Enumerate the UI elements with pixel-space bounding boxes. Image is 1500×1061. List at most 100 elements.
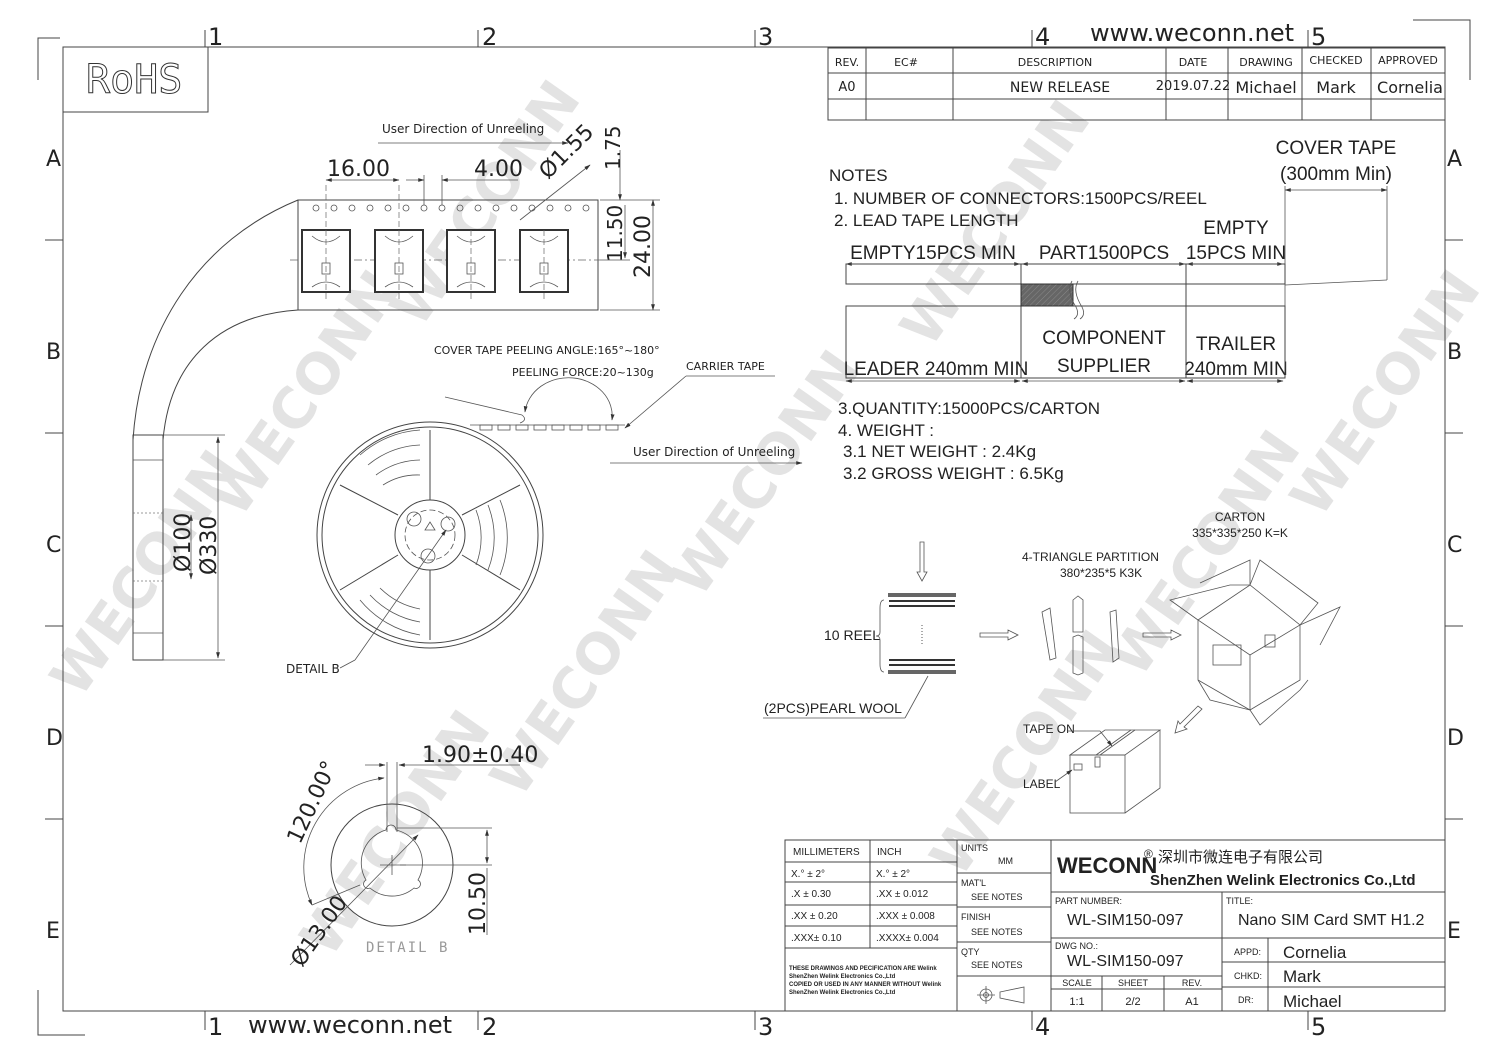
svg-text:SEE NOTES: SEE NOTES bbox=[971, 927, 1023, 937]
svg-text:4.00: 4.00 bbox=[474, 157, 523, 182]
svg-text:SEE NOTES: SEE NOTES bbox=[971, 892, 1023, 902]
svg-text:3.1 NET WEIGHT : 2.4Kg: 3.1 NET WEIGHT : 2.4Kg bbox=[843, 442, 1036, 461]
svg-text:A1: A1 bbox=[1185, 996, 1198, 1008]
svg-text:(2PCS)PEARL WOOL: (2PCS)PEARL WOOL bbox=[764, 700, 902, 716]
svg-text:1.75: 1.75 bbox=[601, 125, 625, 170]
svg-text:TRAILER: TRAILER bbox=[1196, 334, 1276, 355]
svg-text:3: 3 bbox=[758, 1013, 773, 1041]
reel-side-view: Ø100 Ø330 bbox=[132, 434, 225, 661]
svg-text:5: 5 bbox=[1311, 23, 1326, 51]
svg-text:DESCRIPTION: DESCRIPTION bbox=[1018, 56, 1092, 69]
notes: NOTES 1. NUMBER OF CONNECTORS:1500PCS/RE… bbox=[829, 166, 1207, 483]
svg-text:Nano SIM Card SMT H1.2: Nano SIM Card SMT H1.2 bbox=[1238, 912, 1425, 929]
svg-text:X.° ± 2°: X.° ± 2° bbox=[791, 869, 825, 880]
svg-text:MAT'L: MAT'L bbox=[961, 878, 986, 888]
svg-text:A: A bbox=[46, 147, 61, 172]
svg-text:User Direction of Unreeling: User Direction of Unreeling bbox=[633, 445, 795, 459]
svg-text:1:1: 1:1 bbox=[1069, 996, 1084, 1008]
svg-text:NEW RELEASE: NEW RELEASE bbox=[1010, 80, 1110, 96]
website-top: www.weconn.net bbox=[1090, 19, 1294, 47]
svg-text:15PCS MIN: 15PCS MIN bbox=[1186, 243, 1286, 264]
svg-text:C: C bbox=[46, 533, 61, 558]
svg-text:3: 3 bbox=[758, 23, 773, 51]
svg-text:.XXX ± 0.008: .XXX ± 0.008 bbox=[876, 911, 935, 922]
svg-text:MM: MM bbox=[998, 856, 1013, 866]
svg-text:SEE NOTES: SEE NOTES bbox=[971, 960, 1023, 970]
svg-text:SHEET: SHEET bbox=[1118, 978, 1149, 988]
svg-text:APPD:: APPD: bbox=[1234, 947, 1261, 957]
svg-text:X.° ± 2°: X.° ± 2° bbox=[876, 869, 910, 880]
svg-text:THESE DRAWINGS AND PECIFICATIO: THESE DRAWINGS AND PECIFICATION ARE Weli… bbox=[789, 966, 937, 972]
row-markers: A B C D E A B C D E bbox=[46, 147, 1464, 944]
svg-text:PART NUMBER:: PART NUMBER: bbox=[1055, 896, 1122, 906]
svg-text:1. NUMBER OF CONNECTORS:1500PC: 1. NUMBER OF CONNECTORS:1500PCS/REEL bbox=[834, 189, 1207, 208]
tape-top-view: User Direction of Unreeling bbox=[132, 120, 660, 660]
svg-text:EMPTY: EMPTY bbox=[1203, 218, 1269, 239]
svg-text:REV.: REV. bbox=[835, 56, 859, 69]
svg-text:Michael: Michael bbox=[1283, 992, 1342, 1011]
svg-text:CHKD:: CHKD: bbox=[1234, 971, 1262, 981]
svg-text:D: D bbox=[1447, 726, 1464, 751]
svg-text:SUPPLIER: SUPPLIER bbox=[1057, 356, 1151, 377]
svg-text:PART1500PCS: PART1500PCS bbox=[1039, 243, 1169, 264]
svg-text:3.2 GROSS WEIGHT : 6.5Kg: 3.2 GROSS WEIGHT : 6.5Kg bbox=[843, 464, 1064, 483]
svg-text:(300mm Min): (300mm Min) bbox=[1280, 164, 1392, 185]
svg-text:1: 1 bbox=[208, 1013, 223, 1041]
svg-text:16.00: 16.00 bbox=[327, 157, 390, 182]
svg-text:MILLIMETERS: MILLIMETERS bbox=[793, 847, 860, 858]
svg-text:COMPONENT: COMPONENT bbox=[1042, 328, 1166, 349]
svg-text:DWG NO.:: DWG NO.: bbox=[1055, 941, 1098, 951]
svg-text:TITLE:: TITLE: bbox=[1226, 896, 1253, 906]
svg-text:UNITS: UNITS bbox=[961, 843, 988, 853]
svg-text:4: 4 bbox=[1035, 1013, 1050, 1041]
svg-text:380*235*5 K3K: 380*235*5 K3K bbox=[1060, 566, 1142, 580]
svg-text:Ø330: Ø330 bbox=[197, 516, 222, 575]
svg-text:COVER TAPE PEELING ANGLE:165°~: COVER TAPE PEELING ANGLE:165°~180° bbox=[434, 344, 660, 357]
svg-text:LABEL: LABEL bbox=[1023, 777, 1061, 791]
svg-text:2019.07.22: 2019.07.22 bbox=[1156, 79, 1230, 94]
svg-text:REV.: REV. bbox=[1182, 978, 1202, 988]
svg-text:24.00: 24.00 bbox=[631, 215, 656, 278]
svg-text:.XX ± 0.012: .XX ± 0.012 bbox=[876, 889, 929, 900]
svg-text:1.90±0.40: 1.90±0.40 bbox=[422, 743, 538, 768]
website-bottom: www.weconn.net bbox=[248, 1011, 452, 1039]
svg-text:.XXXX± 0.004: .XXXX± 0.004 bbox=[876, 933, 939, 944]
svg-text:FINISH: FINISH bbox=[961, 912, 991, 922]
svg-text:WL-SIM150-097: WL-SIM150-097 bbox=[1067, 953, 1184, 970]
title-block: MILLIMETERS INCH X.° ± 2° X.° ± 2° .X ± … bbox=[784, 839, 1446, 1012]
svg-text:PEELING FORCE:20~130g: PEELING FORCE:20~130g bbox=[512, 366, 654, 379]
svg-text:4-TRIANGLE PARTITION: 4-TRIANGLE PARTITION bbox=[1022, 550, 1159, 564]
svg-text:B: B bbox=[46, 340, 61, 365]
svg-text:NOTES: NOTES bbox=[829, 166, 888, 185]
svg-text:Michael: Michael bbox=[1235, 78, 1296, 97]
svg-text:DATE: DATE bbox=[1179, 56, 1208, 69]
svg-text:2: 2 bbox=[482, 23, 497, 51]
svg-text:®: ® bbox=[1144, 847, 1153, 861]
svg-text:A: A bbox=[1447, 147, 1462, 172]
svg-text:EMPTY15PCS MIN: EMPTY15PCS MIN bbox=[850, 243, 1016, 264]
svg-text:240mm MIN: 240mm MIN bbox=[1184, 359, 1287, 380]
svg-text:User Direction of Unreeling: User Direction of Unreeling bbox=[382, 122, 544, 136]
svg-text:CARTON: CARTON bbox=[1215, 510, 1265, 524]
svg-text:3.QUANTITY:15000PCS/CARTON: 3.QUANTITY:15000PCS/CARTON bbox=[838, 399, 1100, 418]
svg-text:A0: A0 bbox=[838, 80, 855, 95]
svg-text:LEADER 240mm MIN: LEADER 240mm MIN bbox=[844, 359, 1029, 380]
svg-text:11.50: 11.50 bbox=[603, 205, 627, 262]
svg-text:深圳市微连电子有限公司: 深圳市微连电子有限公司 bbox=[1158, 848, 1323, 866]
svg-text:ShenZhen Welink Electronics Co: ShenZhen Welink Electronics Co.,Ltd bbox=[789, 974, 896, 980]
svg-text:ShenZhen Welink Electronics Co: ShenZhen Welink Electronics Co.,Ltd bbox=[1150, 872, 1416, 889]
column-markers: 1 2 3 4 5 1 2 3 4 5 bbox=[208, 23, 1326, 1041]
rohs-box: RoHS bbox=[62, 46, 209, 113]
svg-text:4: 4 bbox=[1035, 23, 1050, 51]
svg-text:APPROVED: APPROVED bbox=[1378, 54, 1438, 67]
svg-text:ShenZhen Welink Electronics Co: ShenZhen Welink Electronics Co.,Ltd bbox=[789, 990, 896, 996]
svg-text:.XX ± 0.20: .XX ± 0.20 bbox=[791, 911, 838, 922]
svg-text:WECONN: WECONN bbox=[1057, 853, 1157, 878]
svg-text:SCALE: SCALE bbox=[1062, 978, 1092, 988]
svg-text:COPIED OR USED IN ANY MANNER W: COPIED OR USED IN ANY MANNER WITHOUT Wel… bbox=[789, 982, 942, 988]
svg-text:INCH: INCH bbox=[877, 847, 901, 858]
svg-text:CHECKED: CHECKED bbox=[1309, 54, 1362, 67]
svg-text:DETAIL B: DETAIL B bbox=[286, 662, 340, 676]
svg-text:Ø100: Ø100 bbox=[171, 513, 196, 572]
